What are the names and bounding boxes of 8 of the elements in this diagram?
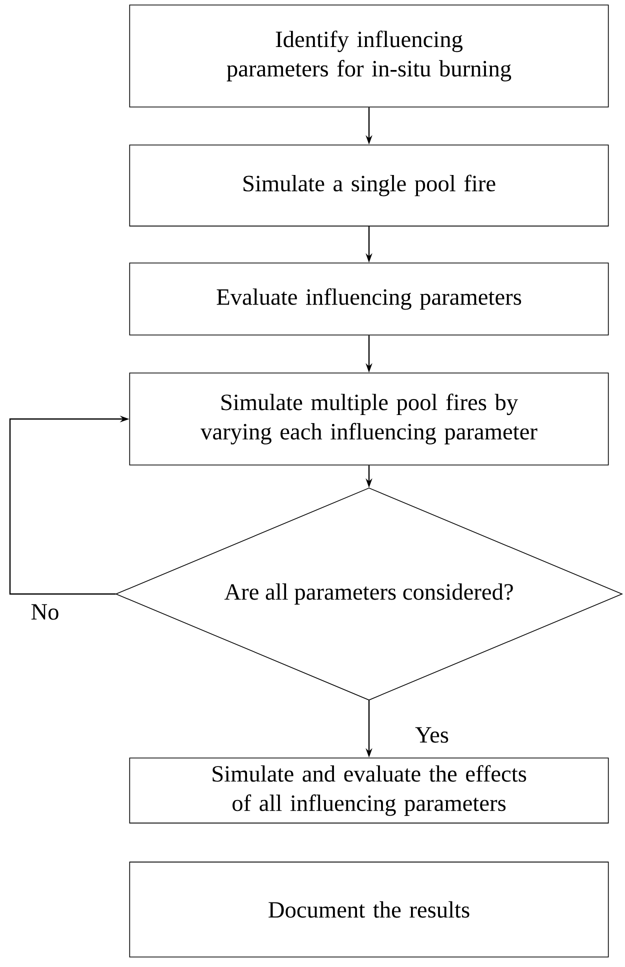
process-box: Evaluate influencing parameters xyxy=(129,262,609,336)
edge-label: Yes xyxy=(414,726,450,744)
process-box: Identify influencing parameters for in-situ burning xyxy=(129,4,609,108)
process-box: Simulate a single pool fire xyxy=(129,144,609,226)
process-box: Simulate and evaluate the effects of all influencing parameters xyxy=(129,758,609,824)
process-box: Simulate multiple pool fires by varying each influencing parameter xyxy=(129,372,609,466)
process-box: Document the results xyxy=(129,862,609,958)
edge-label: No xyxy=(29,602,61,622)
